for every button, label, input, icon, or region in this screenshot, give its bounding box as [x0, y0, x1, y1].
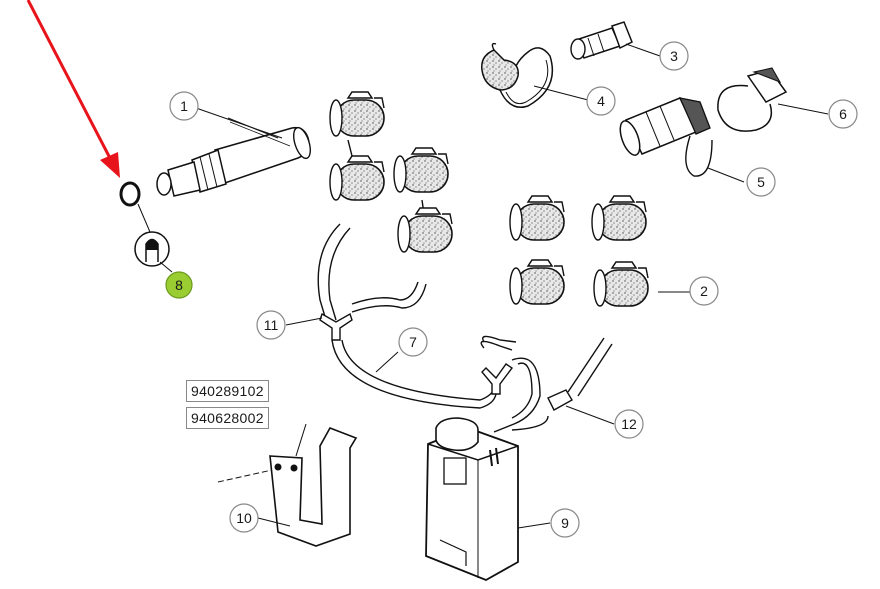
coupler-part-1 — [156, 117, 311, 197]
clamp-group-right — [509, 195, 649, 307]
y-connector-12 — [481, 363, 573, 411]
callout-10: 10 — [229, 503, 259, 533]
callout-9: 9 — [550, 508, 580, 538]
coupler-part-5 — [619, 97, 713, 177]
svg-text:5: 5 — [757, 174, 765, 190]
callout-8: 8 — [165, 271, 193, 299]
svg-text:12: 12 — [621, 416, 637, 432]
callout-4: 4 — [586, 86, 616, 116]
reservoir-part-9 — [425, 417, 519, 581]
dust-cap-part-4 — [481, 42, 554, 108]
callout-2: 2 — [689, 276, 719, 306]
svg-text:1: 1 — [180, 98, 188, 114]
part-number-label: 940628002 — [186, 407, 269, 429]
clamp-group-left — [329, 91, 453, 253]
callout-1: 1 — [169, 91, 199, 121]
cap-part-6 — [717, 67, 788, 132]
svg-text:6: 6 — [839, 106, 847, 122]
part-number-label: 940289102 — [186, 380, 269, 402]
hose-lines — [317, 223, 613, 433]
svg-text:10: 10 — [236, 510, 252, 526]
o-ring-symbol-icon — [134, 231, 173, 273]
svg-text:8: 8 — [175, 277, 183, 293]
svg-text:3: 3 — [670, 48, 678, 64]
svg-text:2: 2 — [700, 283, 708, 299]
svg-text:4: 4 — [597, 93, 605, 109]
coupler-part-3 — [570, 21, 633, 60]
callout-3: 3 — [659, 41, 689, 71]
svg-text:11: 11 — [264, 317, 279, 333]
svg-text:9: 9 — [561, 515, 569, 531]
callout-5: 5 — [746, 167, 776, 197]
leader-lines — [195, 43, 829, 529]
svg-text:7: 7 — [409, 334, 417, 350]
callout-12: 12 — [614, 409, 644, 439]
red-arrow-icon — [26, 0, 120, 178]
bracket-part-10 — [217, 423, 358, 547]
y-connector-11 — [319, 312, 353, 341]
callout-11: 11 — [256, 310, 286, 340]
o-ring-part — [119, 181, 151, 233]
callout-7: 7 — [398, 327, 428, 357]
callout-6: 6 — [828, 99, 858, 129]
